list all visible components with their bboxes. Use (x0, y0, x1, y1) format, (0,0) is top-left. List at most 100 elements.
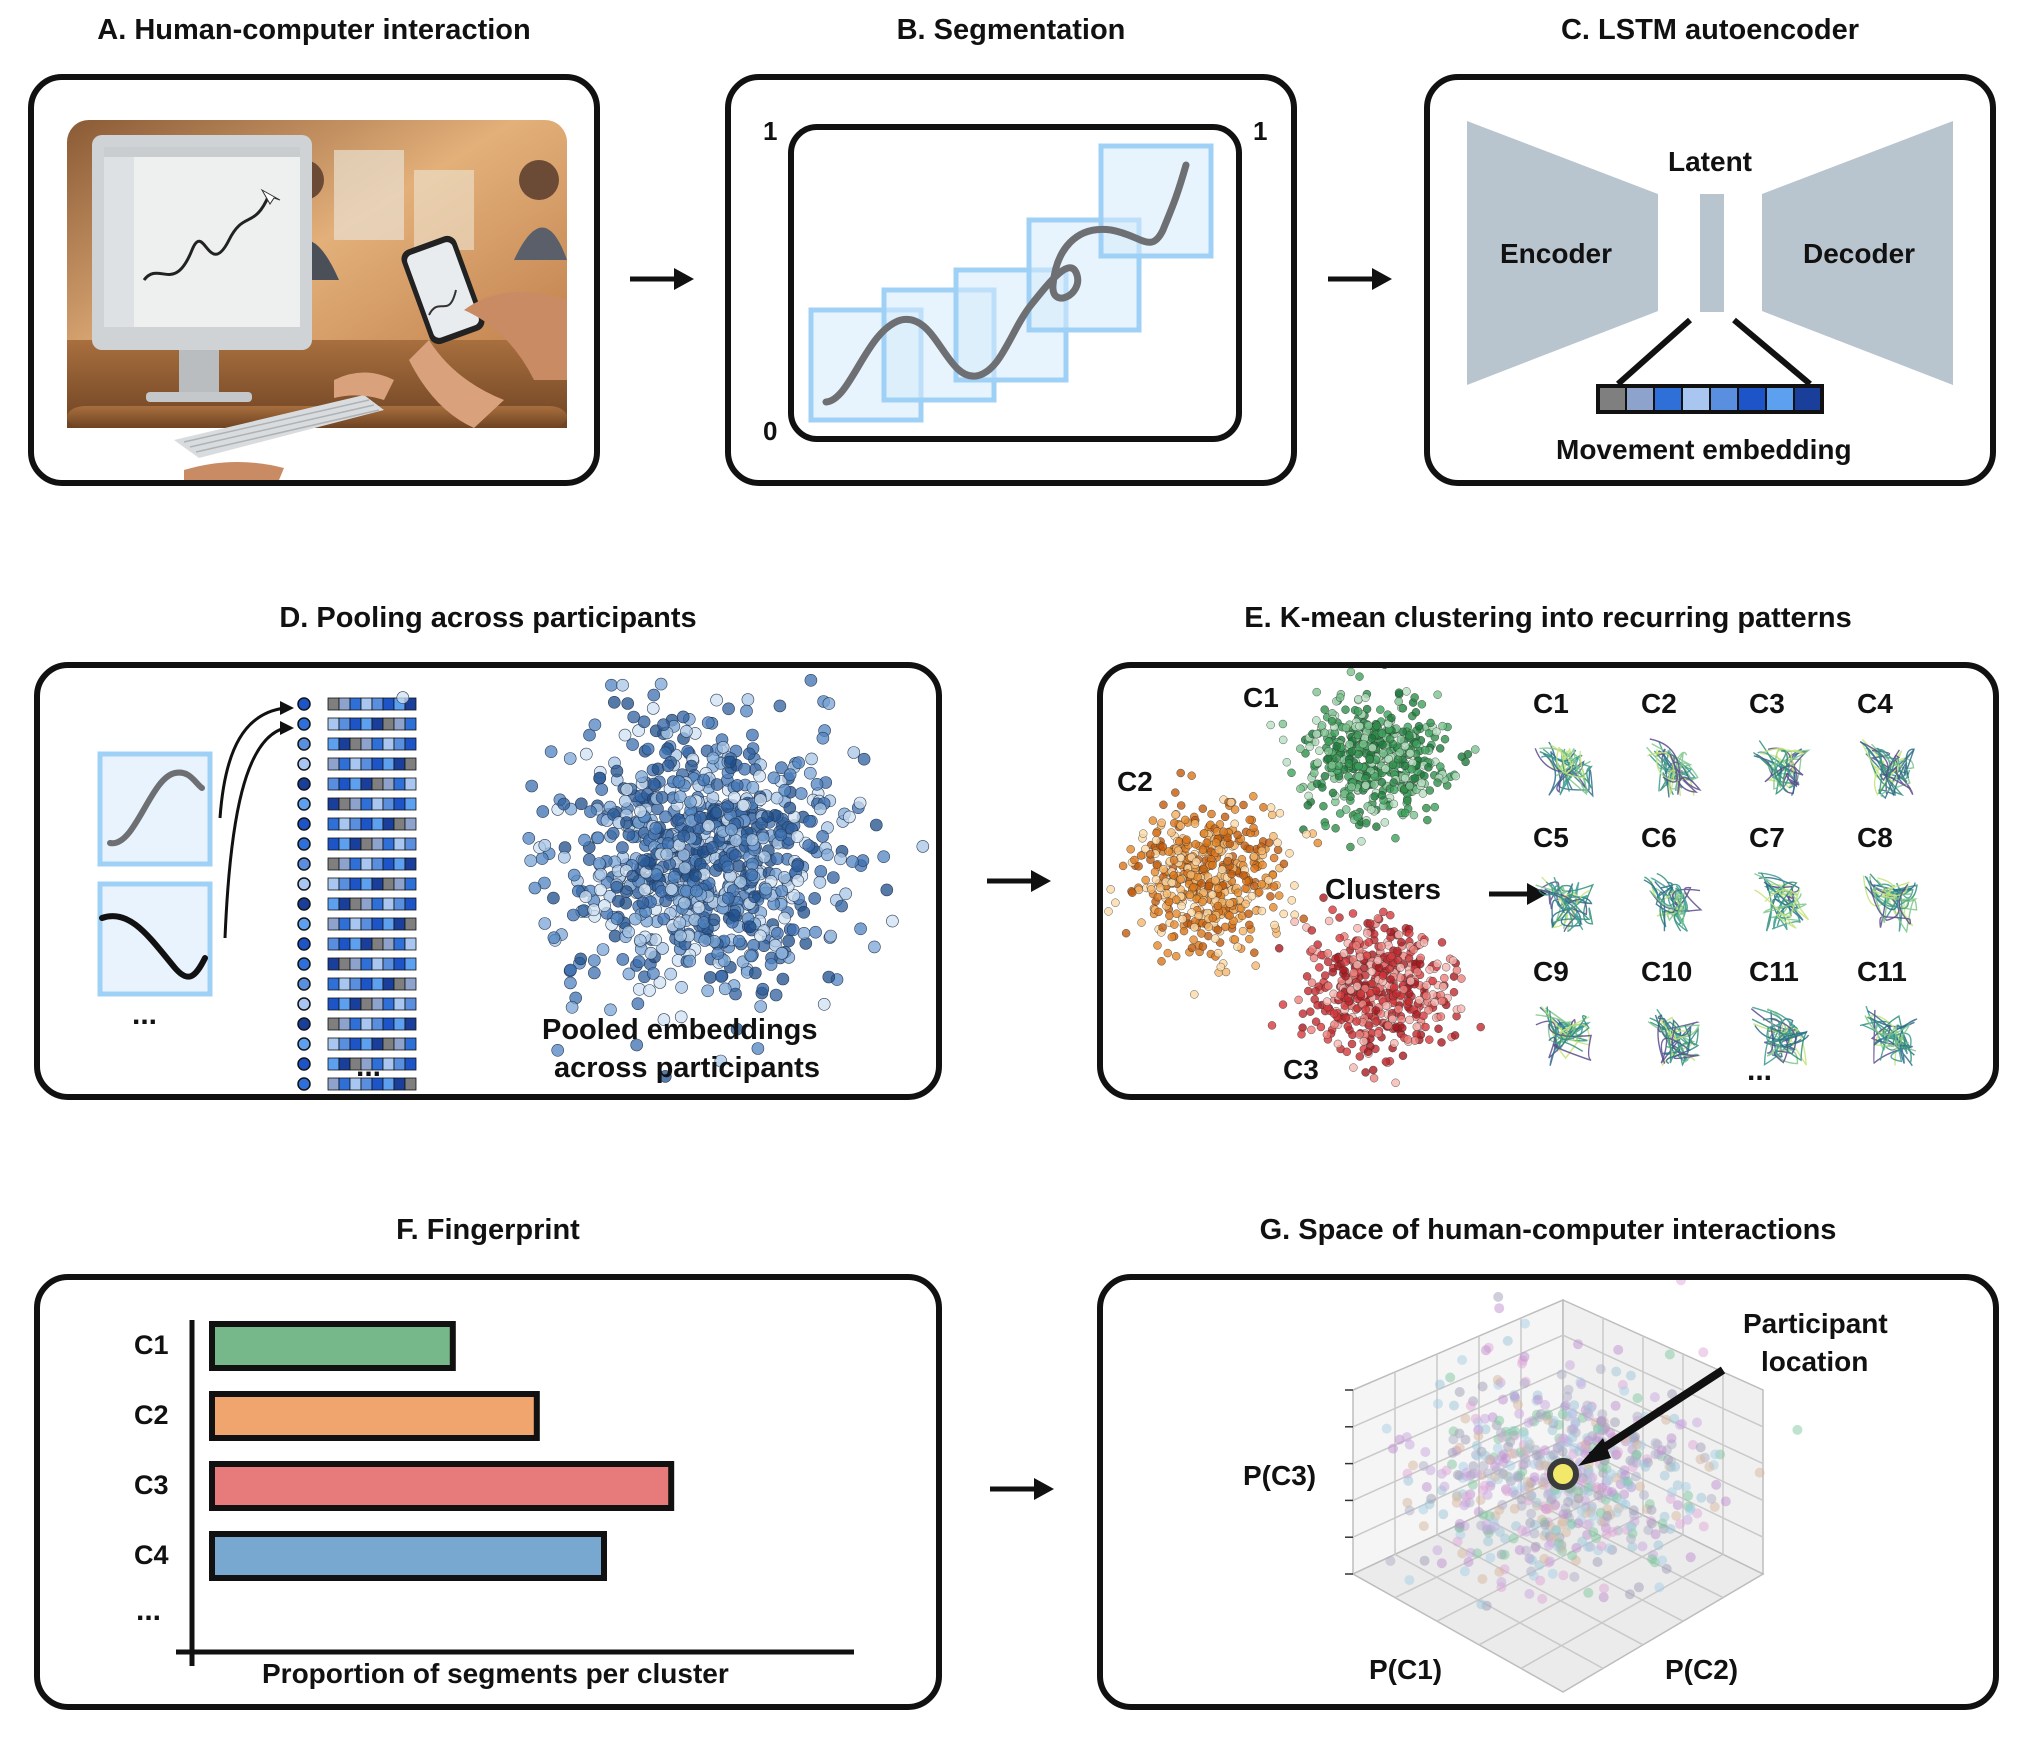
cluster-point (1211, 838, 1221, 847)
cluster-point (1335, 933, 1344, 943)
participant-point (1454, 1518, 1465, 1529)
cluster-point (1394, 697, 1403, 706)
cluster-point (1361, 1005, 1370, 1014)
participant-point (1610, 1400, 1621, 1411)
pooled-point (678, 896, 691, 910)
cluster-point (1312, 687, 1321, 697)
participant-point (1625, 1370, 1636, 1381)
embedding-dot (297, 777, 311, 791)
pooled-point (707, 913, 721, 927)
pooled-point (808, 892, 822, 905)
cluster-point (1400, 741, 1410, 751)
cluster-point (1359, 1037, 1368, 1046)
pooled-point (674, 929, 687, 943)
cluster-point (1399, 985, 1408, 994)
participant-point (1557, 1409, 1568, 1420)
pooled-point (649, 868, 663, 881)
cluster-point (1355, 722, 1364, 731)
pooled-point (778, 911, 791, 925)
pooled-point (729, 834, 743, 847)
cluster-point (1449, 988, 1459, 997)
pooled-point (721, 860, 735, 874)
embedding-dot (297, 817, 311, 831)
cluster-point (1257, 879, 1266, 889)
cluster-point (1239, 800, 1248, 810)
cluster-point (1319, 801, 1328, 811)
cluster-point (1204, 881, 1214, 891)
pooled-point (727, 791, 741, 804)
participant-point (1709, 1501, 1720, 1512)
participant-point (1457, 1548, 1468, 1559)
cluster-point (1316, 1022, 1326, 1032)
participant-point (1460, 1413, 1471, 1424)
participant-point (1635, 1481, 1646, 1492)
cluster-point (1417, 700, 1427, 709)
cluster-point (1169, 871, 1178, 880)
participant-point (1381, 1423, 1392, 1434)
cluster-point (1381, 668, 1388, 669)
participant-point (1692, 1508, 1703, 1519)
cluster-point (1302, 972, 1312, 981)
pooled-point (535, 852, 549, 865)
pooled-point (736, 799, 750, 812)
participant-point (1560, 1400, 1571, 1411)
participant-point (1566, 1518, 1577, 1529)
cluster-point (1349, 968, 1359, 978)
cluster-point (1348, 1030, 1357, 1039)
cluster-scatter (1104, 668, 1485, 1087)
pooled-point (868, 940, 881, 954)
pooled-point (608, 929, 622, 943)
axis-label-top-left: 1 (763, 116, 778, 146)
participant-point (1659, 1470, 1670, 1481)
cluster-point (1207, 809, 1216, 819)
cluster-point (1328, 788, 1338, 798)
participant-point (1550, 1524, 1561, 1535)
cluster-point (1413, 967, 1422, 976)
pattern-label: C7 (1749, 822, 1785, 853)
pooled-point (698, 934, 712, 947)
participant-point (1494, 1415, 1505, 1426)
cluster-label-c1: C1 (1243, 682, 1279, 713)
cluster-point (1198, 942, 1208, 951)
pattern-label: C9 (1533, 956, 1569, 987)
cluster-point (1257, 906, 1267, 916)
participant-point (1710, 1449, 1721, 1460)
participant-point (1664, 1349, 1675, 1360)
cluster-point (1199, 829, 1209, 838)
pooled-point (732, 934, 746, 948)
cluster-point (1362, 818, 1371, 828)
cluster-point (1362, 951, 1372, 960)
cluster-point (1238, 926, 1248, 936)
cluster-point (1335, 809, 1345, 818)
pooled-point (683, 954, 697, 968)
cluster-point (1355, 1030, 1364, 1039)
interaction-space-3d (1345, 1280, 1803, 1693)
axis-label-x: P(C1) (1369, 1654, 1443, 1685)
cluster-point (1363, 929, 1372, 938)
cluster-point (1170, 920, 1179, 929)
pooled-embedding-scatter (396, 674, 930, 1083)
cluster-label-c3: C3 (1283, 1054, 1319, 1085)
cluster-point (1187, 943, 1197, 953)
participant-point (1525, 1518, 1536, 1528)
cluster-point (1121, 929, 1131, 938)
participant-points (1381, 1280, 1803, 1611)
pooled-point (538, 839, 552, 852)
pooled-point (627, 710, 641, 724)
pooled-point (551, 1043, 565, 1057)
cluster-point (1303, 801, 1313, 810)
pattern-label: C11 (1749, 956, 1799, 987)
participant-point (1565, 1360, 1575, 1371)
participant-point (1482, 1468, 1493, 1479)
cluster-point (1273, 838, 1282, 847)
cluster-point (1164, 847, 1173, 856)
cluster-point (1425, 965, 1434, 974)
cluster-point (1341, 957, 1351, 966)
cluster-point (1398, 1051, 1408, 1060)
cluster-point (1307, 1025, 1316, 1035)
cluster-point (1176, 875, 1185, 884)
participant-point (1517, 1481, 1528, 1492)
participant-point (1502, 1335, 1513, 1346)
cluster-point (1356, 989, 1365, 998)
pattern-label: C5 (1533, 822, 1569, 853)
